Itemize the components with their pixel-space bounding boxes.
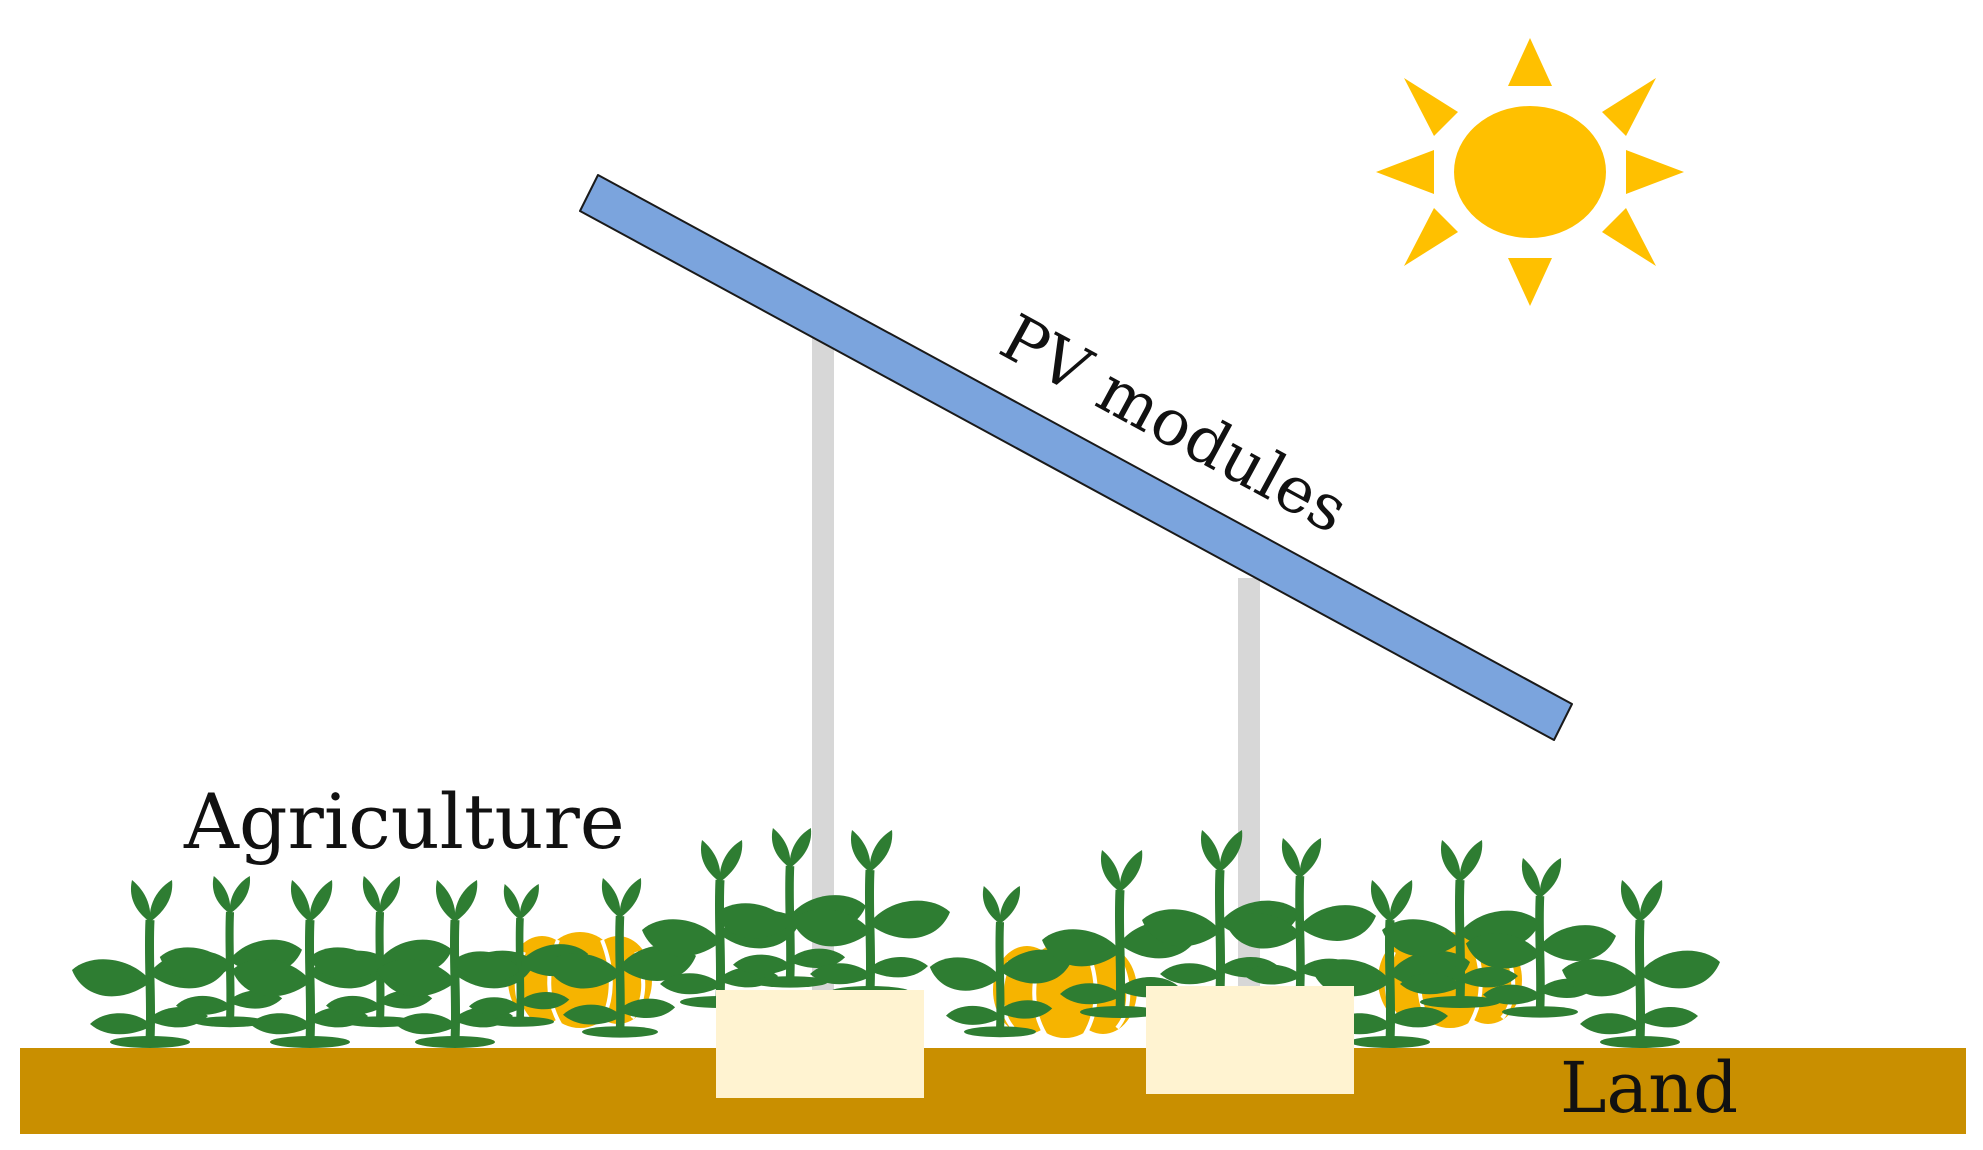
foundation-block-right xyxy=(1146,986,1354,1094)
land-label: Land xyxy=(1560,1047,1738,1129)
plant-icon xyxy=(546,878,696,1038)
land-strip xyxy=(20,1048,1966,1134)
sun-icon xyxy=(1376,38,1684,306)
support-pole-left xyxy=(812,330,834,990)
foundation-block-left xyxy=(716,990,924,1098)
plant-icon xyxy=(160,876,302,1027)
plant-icon xyxy=(1562,880,1720,1048)
plant-icon xyxy=(310,876,452,1027)
pv-panel xyxy=(579,174,1573,741)
support-pole-right xyxy=(1238,578,1260,988)
agriculture-label: Agriculture xyxy=(183,777,625,866)
